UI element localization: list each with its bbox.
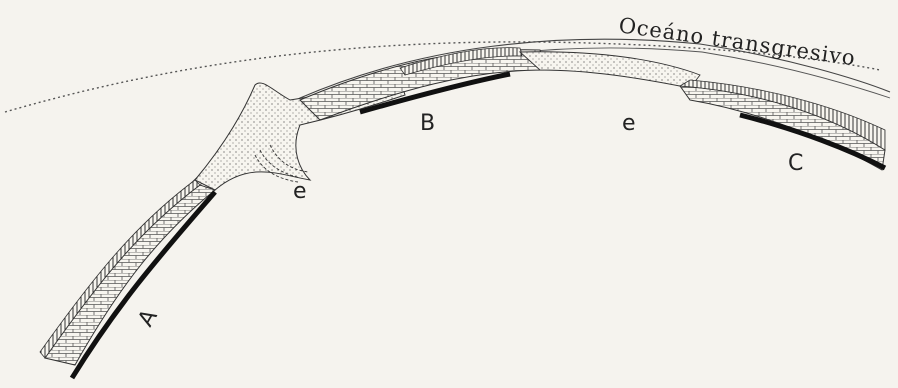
strata-brick-left (45, 185, 215, 365)
label-a: A (134, 305, 163, 331)
label-e-left: e (293, 179, 307, 204)
strata-brick-center (300, 50, 545, 120)
label-e-right: e (622, 111, 636, 136)
sediment-wedge-e-right (520, 52, 700, 88)
label-c: C (788, 151, 803, 176)
label-b: B (420, 111, 435, 136)
